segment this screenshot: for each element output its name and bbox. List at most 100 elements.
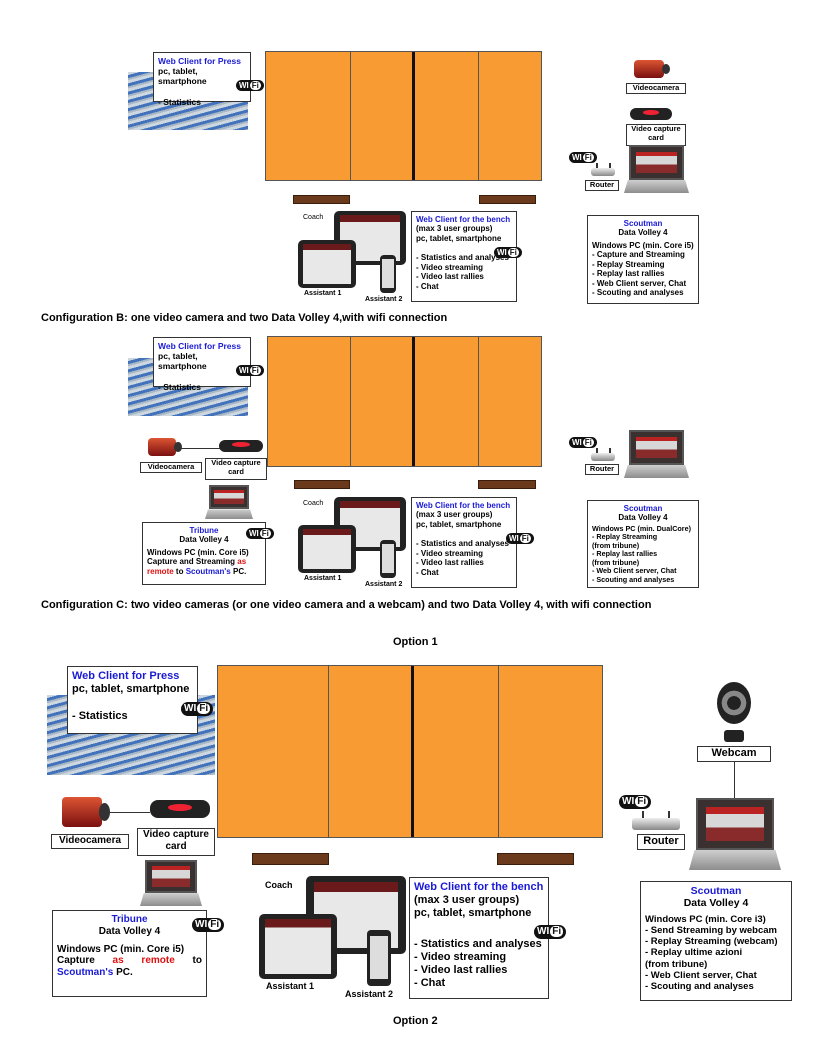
web-client-press-title: Web Client for Press (72, 670, 180, 682)
assistant2-label: Assistant 2 (345, 989, 394, 999)
section-caption: Configuration B: one video camera and tw… (41, 312, 448, 324)
web-client-press-stats: - Statistics (158, 97, 201, 108)
assistant2-label: Assistant 2 (365, 296, 403, 303)
router-label: Router (637, 834, 685, 850)
laptop-icon (140, 860, 202, 906)
video-capture-card-icon (630, 108, 672, 120)
videocamera-label: Videocamera (626, 83, 686, 94)
scoutman-item: - Scouting and analyses (645, 980, 754, 992)
videocamera-label: Videocamera (51, 834, 129, 849)
assistant1-tablet-icon (298, 525, 356, 573)
bench-item: - Statistics and analyses (416, 539, 509, 549)
as-text: as (237, 557, 247, 567)
team-bench-right (497, 853, 574, 865)
team-bench-right (479, 195, 536, 204)
bench-title: Web Client for the bench (416, 501, 511, 510)
bench-groups: (max 3 user groups) (414, 893, 520, 906)
coach-label: Coach (303, 214, 324, 221)
web-client-press-devices: pc, tablet, smartphone (158, 66, 207, 87)
as-text: as (112, 955, 124, 967)
assistant1-label: Assistant 1 (266, 981, 315, 991)
router-label: Router (585, 180, 619, 191)
data-volley-label: Data Volley 4 (98, 925, 161, 937)
bench-item: - Video last rallies (414, 963, 508, 976)
router-icon (591, 163, 615, 176)
scoutman-item: Windows PC (min. Core i3) (645, 913, 766, 925)
assistant1-label: Assistant 1 (304, 575, 342, 582)
coach-label: Coach (303, 500, 324, 507)
video-capture-card-icon (219, 440, 263, 452)
bench-item: - Video streaming (416, 548, 483, 558)
router-icon (591, 448, 615, 461)
scoutman-item: - Web Client server, Chat (592, 566, 677, 576)
scoutman-item: (from tribune) (645, 958, 708, 970)
bench-item: - Video streaming (414, 950, 507, 963)
tribune-box: Tribune Data Volley 4 Windows PC (min. C… (52, 910, 207, 997)
video-capture-card-icon (150, 800, 210, 818)
web-client-press-stats: - Statistics (72, 709, 128, 722)
volleyball-court (267, 336, 542, 467)
scoutman-box: Scoutman Data Volley 4 Windows PC (min. … (587, 215, 699, 304)
assistant1-tablet-icon (298, 240, 356, 288)
assistant2-phone-icon (380, 540, 396, 578)
assistant2-phone-icon (380, 255, 396, 293)
to-text: to (192, 955, 202, 967)
scoutman-item: (from tribune) (592, 540, 640, 550)
scoutman-item: - Replay last rallies (592, 269, 665, 279)
scoutman-item: - Replay Streaming (592, 259, 665, 269)
volleyball-court (265, 51, 542, 181)
web-client-press-stats: - Statistics (158, 382, 201, 393)
to-text: to (175, 566, 184, 576)
bench-item: - Video last rallies (416, 272, 484, 282)
router-icon (632, 810, 680, 830)
bench-groups: (max 3 user groups) (416, 510, 493, 520)
data-volley-label: Data Volley 4 (683, 897, 749, 910)
tribune-capture-text: Capture (57, 955, 95, 967)
team-bench-left (293, 195, 350, 204)
video-capture-card-label: Video capture card (626, 124, 686, 146)
scoutman-item: - Web Client server, Chat (645, 969, 757, 981)
tribune-capture-text: Capture and Streaming (147, 557, 236, 567)
bench-item: - Statistics and analyses (416, 253, 509, 263)
data-volley-label: Data Volley 4 (618, 513, 668, 523)
webcam-label: Webcam (697, 746, 771, 762)
scoutman-item: - Replay Streaming (webcam) (645, 936, 778, 948)
team-bench-left (294, 480, 350, 489)
scoutman-item: - Replay last rallies (592, 549, 658, 559)
web-client-bench-box: Web Client for the bench (max 3 user gro… (411, 497, 517, 588)
router-label: Router (585, 464, 619, 475)
scoutman-title: Scoutman (623, 504, 663, 513)
laptop-icon (624, 430, 689, 478)
bench-title: Web Client for the bench (416, 215, 511, 224)
webcam-icon (710, 682, 758, 742)
videocamera-icon (62, 797, 110, 827)
scoutman-item: - Capture and Streaming (592, 250, 685, 260)
pc-text: PC. (116, 967, 133, 979)
laptop-icon (624, 145, 689, 193)
volleyball-court (217, 665, 603, 838)
web-client-press-box: Web Client for Press pc, tablet, smartph… (153, 337, 251, 392)
scoutman-box: Scoutman Data Volley 4 Windows PC (min. … (587, 500, 699, 588)
tribune-box: Tribune Data Volley 4 Windows PC (min. C… (142, 522, 266, 585)
scoutman-box: Scoutman Data Volley 4 Windows PC (min. … (640, 881, 792, 1001)
tribune-pc-req: Windows PC (min. Core i5) (147, 547, 249, 557)
option-1-label: Option 1 (393, 636, 438, 648)
scoutman-item: - Web Client server, Chat (592, 278, 687, 288)
bench-item: - Video streaming (416, 262, 483, 272)
scoutman-title: Scoutman (690, 885, 742, 897)
bench-devices: pc, tablet, smartphone (416, 233, 502, 243)
bench-item: - Video last rallies (416, 558, 484, 568)
scoutman-item: Windows PC (min. Core i5) (592, 240, 694, 250)
web-client-press-devices: pc, tablet, smartphone (158, 351, 207, 372)
bench-groups: (max 3 user groups) (416, 224, 493, 234)
videocamera-label: Videocamera (140, 462, 202, 473)
bench-item: - Statistics and analyses (414, 937, 542, 950)
